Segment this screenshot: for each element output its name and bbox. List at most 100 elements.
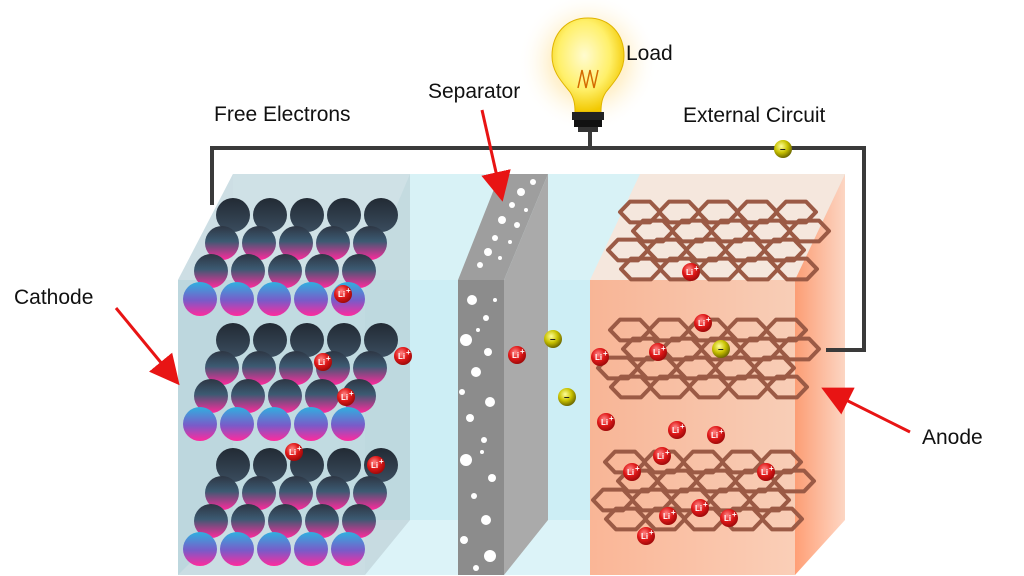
separator-pore	[471, 493, 477, 499]
graphite-hexagon	[736, 256, 780, 282]
cathode-sphere	[257, 282, 291, 316]
cathode-sphere	[194, 254, 228, 288]
separator-pore	[481, 437, 487, 443]
free-electrons-label: Free Electrons	[214, 103, 351, 126]
svg-text:–: –	[780, 144, 786, 155]
external-circuit-label: External Circuit	[683, 104, 826, 127]
cathode-sphere	[294, 282, 328, 316]
electron: –	[774, 140, 792, 158]
svg-text:Li: Li	[627, 468, 634, 477]
svg-text:+: +	[603, 349, 608, 358]
separator-pore	[471, 367, 481, 377]
cathode-sphere	[290, 198, 324, 232]
separator-pores	[459, 179, 536, 571]
cathode-sphere	[305, 254, 339, 288]
separator-pore	[514, 222, 520, 228]
separator-pore	[517, 188, 525, 196]
cathode-sphere	[294, 407, 328, 441]
cathode-sphere	[316, 226, 350, 260]
lithium-ion: Li+	[757, 463, 775, 481]
electron: –	[712, 340, 730, 358]
svg-text:+: +	[346, 286, 351, 295]
svg-text:Li: Li	[371, 461, 378, 470]
lithium-ion: Li+	[668, 421, 686, 439]
lithium-ion: Li+	[508, 346, 526, 364]
svg-text:Li: Li	[698, 319, 705, 328]
separator-pore	[476, 328, 480, 332]
separator-pore	[484, 550, 496, 562]
lithium-ion: Li+	[682, 263, 700, 281]
pointer-arrows	[114, 109, 911, 434]
cathode-sphere	[305, 504, 339, 538]
graphite-hexagon	[787, 218, 831, 244]
cathode-sphere	[342, 504, 376, 538]
svg-text:+: +	[649, 528, 654, 537]
separator-pore	[493, 298, 497, 302]
cathode-sphere	[353, 476, 387, 510]
cathode-sphere	[294, 532, 328, 566]
graphite-hexagon	[604, 506, 648, 532]
svg-text:+: +	[769, 464, 774, 473]
separator-pore	[481, 515, 491, 525]
separator-pore	[459, 389, 465, 395]
cathode-sphere	[183, 282, 217, 316]
electron: –	[544, 330, 562, 348]
graphite-hexagon	[648, 374, 692, 400]
svg-text:+: +	[520, 347, 525, 356]
svg-text:+: +	[703, 500, 708, 509]
light-bulb	[518, 0, 658, 132]
graphite-hexagon	[765, 374, 809, 400]
svg-text:+: +	[349, 389, 354, 398]
lithium-ion: Li+	[637, 527, 655, 545]
graphite-hexagon	[777, 336, 821, 362]
lithium-ion: Li+	[314, 353, 332, 371]
svg-text:Li: Li	[686, 268, 693, 277]
cathode-sphere	[327, 198, 361, 232]
cathode-sphere	[242, 351, 276, 385]
separator-pore	[466, 414, 474, 422]
cathode-sphere	[183, 407, 217, 441]
cathode-sphere	[253, 198, 287, 232]
svg-text:Li: Li	[711, 431, 718, 440]
cathode-sphere	[342, 254, 376, 288]
cathode-sphere	[216, 448, 250, 482]
graphite-hexagon	[775, 256, 819, 282]
svg-text:Li: Li	[761, 468, 768, 477]
svg-text:–: –	[564, 392, 570, 403]
cathode-sphere	[327, 323, 361, 357]
anode-arrow	[821, 387, 911, 434]
cathode-sphere	[353, 351, 387, 385]
cathode-sphere	[220, 532, 254, 566]
separator-pore	[508, 240, 512, 244]
lithium-ion: Li+	[394, 347, 412, 365]
separator-pore	[477, 262, 483, 268]
cathode-sphere	[364, 323, 398, 357]
separator-arrow	[480, 109, 511, 202]
cathode-sphere	[183, 532, 217, 566]
svg-text:+: +	[379, 457, 384, 466]
external-circuit-wire	[210, 130, 866, 352]
cathode-sphere	[205, 226, 239, 260]
cathode-sphere	[279, 226, 313, 260]
svg-text:Li: Li	[341, 393, 348, 402]
svg-text:+: +	[661, 344, 666, 353]
cathode-sphere	[268, 504, 302, 538]
svg-text:+: +	[732, 510, 737, 519]
separator-pore	[484, 348, 492, 356]
cathode-sphere	[327, 448, 361, 482]
lithium-ion: Li+	[597, 413, 615, 431]
cathode-sphere	[257, 407, 291, 441]
lithium-ion: Li+	[707, 426, 725, 444]
svg-text:+: +	[719, 427, 724, 436]
lithium-ion: Li+	[653, 447, 671, 465]
cathode-sphere	[316, 476, 350, 510]
svg-text:Li: Li	[338, 290, 345, 299]
svg-text:+: +	[694, 264, 699, 273]
separator-pore	[484, 248, 492, 256]
separator	[458, 174, 548, 575]
cathode-sphere	[279, 476, 313, 510]
separator-pore	[498, 216, 506, 224]
lithium-ion: Li+	[720, 509, 738, 527]
svg-text:+: +	[326, 354, 331, 363]
cathode-sphere	[205, 476, 239, 510]
